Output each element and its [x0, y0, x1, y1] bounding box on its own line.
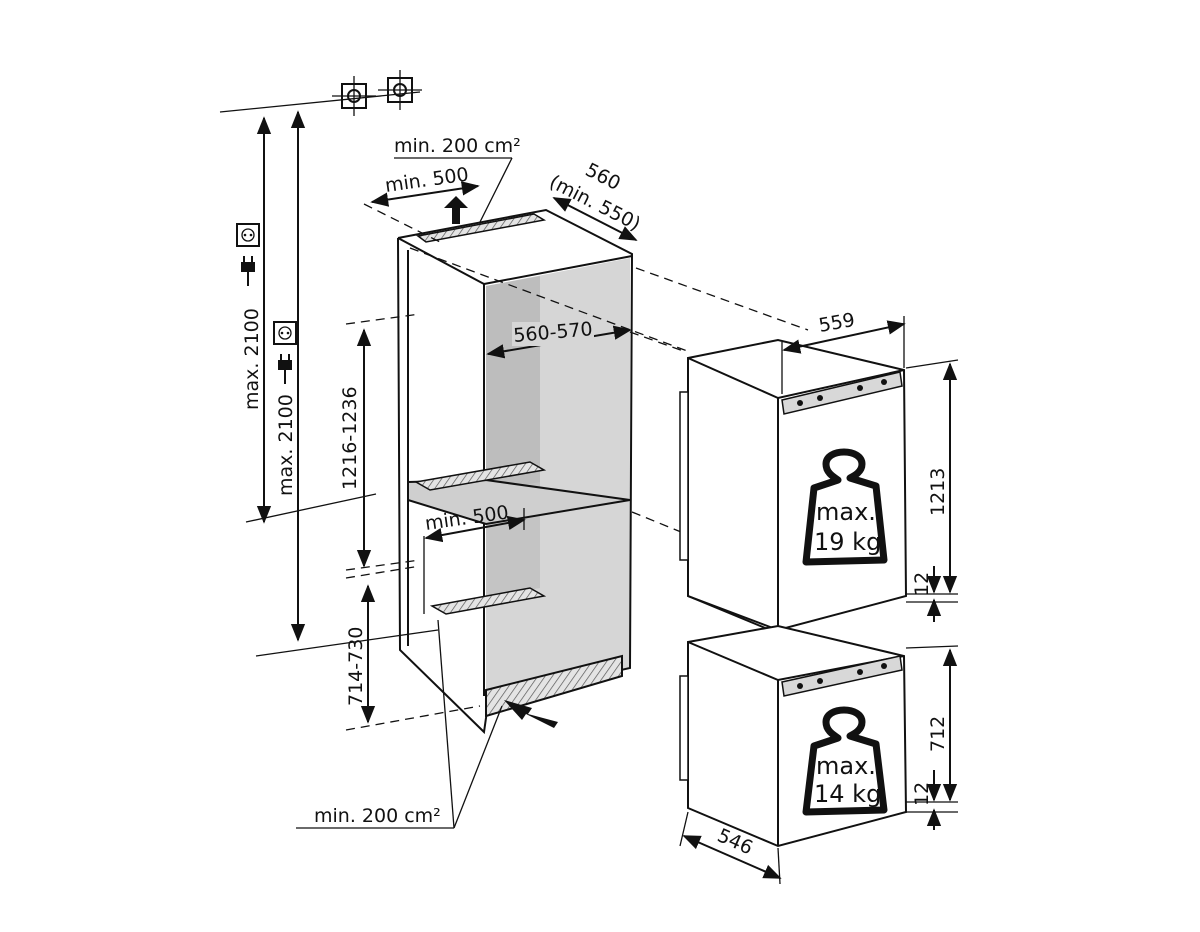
- socket-icon: [273, 321, 297, 345]
- lower-niche-height-label: 714-730: [345, 627, 367, 706]
- control-panel-icon: [781, 371, 903, 415]
- lower-niche-height-dim: 714-730: [345, 565, 481, 731]
- control-panel-icon: [781, 655, 903, 697]
- upper-niche-height-dim: 1216-1236: [339, 313, 421, 571]
- lower-load-value: 14 kg: [814, 780, 881, 808]
- bottom-vent-dims: min. 200 cm²: [296, 619, 503, 829]
- socket-icon: [236, 223, 260, 247]
- upper-unit: max. 19 kg 559 1213 12: [679, 309, 959, 632]
- total-height-dim-1: max. 2100: [236, 116, 377, 524]
- lower-gap-label: 12: [911, 782, 933, 806]
- upper-niche-height-label: 1216-1236: [339, 386, 361, 490]
- outlet-symbols: [219, 70, 422, 116]
- plug-icon: [278, 354, 292, 384]
- total-height-dim-2: max. 2100: [255, 110, 439, 657]
- weight-icon: max. 14 kg: [802, 706, 888, 816]
- niche-width-dim: 560-570: [486, 318, 632, 359]
- total-height-label-2: max. 2100: [275, 394, 297, 496]
- upper-load-value: 19 kg: [814, 528, 881, 556]
- guide-lines: [409, 247, 809, 535]
- outlet-box-icon: [378, 70, 422, 110]
- niche-depth-dim: 560 (min. 550): [546, 159, 644, 241]
- top-vent-area-label: min. 200 cm²: [394, 135, 521, 157]
- lower-load-label: max.: [816, 752, 876, 780]
- bottom-vent-area-label: min. 200 cm²: [314, 805, 441, 827]
- cabinet-niche: [397, 196, 634, 735]
- airflow-in-arrow: [504, 700, 558, 728]
- total-height-label-1: max. 2100: [241, 308, 263, 410]
- top-vent-depth-label: min. 500: [384, 163, 470, 197]
- upper-height-label: 1213: [927, 468, 949, 516]
- airflow-up-arrow: [444, 196, 468, 224]
- lower-unit: max. 14 kg 712 12 546: [679, 624, 959, 885]
- plug-icon: [241, 256, 255, 286]
- lower-height-label: 712: [927, 716, 949, 752]
- upper-width-label: 559: [817, 309, 857, 337]
- upper-load-label: max.: [816, 498, 876, 526]
- outlet-box-icon: [332, 76, 376, 116]
- weight-icon: max. 19 kg: [802, 448, 888, 566]
- upper-gap-label: 12: [911, 572, 933, 596]
